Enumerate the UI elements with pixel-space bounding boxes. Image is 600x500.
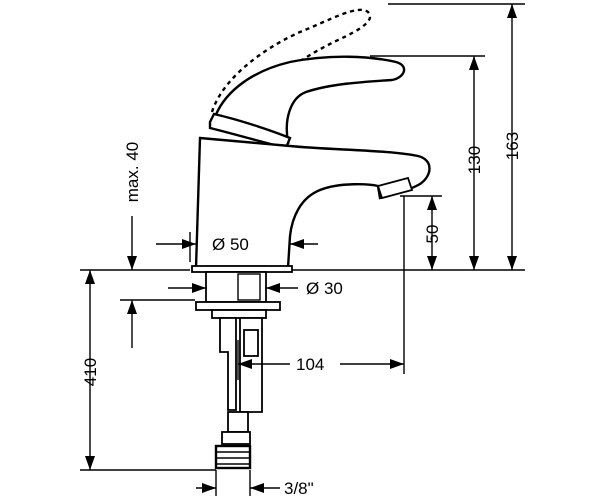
shank-inner [237,273,261,301]
dimension-spout-clearance: 50 [400,195,442,270]
dim-label-104: 104 [296,355,324,374]
dimension-body-diameter: Ø 50 [156,232,318,262]
fixing-plate [195,301,281,311]
dim-label-130: 130 [465,146,484,174]
dimension-spout-height: 130 [370,55,485,270]
dimension-connection-thread: 3/8" [196,470,314,498]
faucet-outline [191,8,431,273]
aerator [376,176,414,200]
dimension-hole-diameter: Ø 30 [168,279,343,298]
dimension-total-height: 163 [388,3,525,270]
dim-label-163: 163 [503,132,522,160]
dim-label-3-8: 3/8" [284,479,314,498]
hose-left [219,317,237,411]
lever-joint [208,112,292,150]
hose-ferrule [227,411,249,433]
dimension-max-thickness: max. 40 [120,142,195,348]
dim-label-d50: Ø 50 [212,235,249,254]
fixing-nut [211,309,267,319]
dim-label-max-40: max. 40 [123,142,142,202]
dim-label-410: 410 [81,358,100,386]
threaded-shank [205,271,267,303]
hose-nut [221,431,251,445]
hose-fitting-right [243,329,259,357]
dimension-connection-length: 410 [80,270,216,471]
dim-label-d30: Ø 30 [306,279,343,298]
dimension-projection: 104 [237,196,405,380]
dim-label-50: 50 [423,225,442,244]
connection-nut [214,444,252,470]
